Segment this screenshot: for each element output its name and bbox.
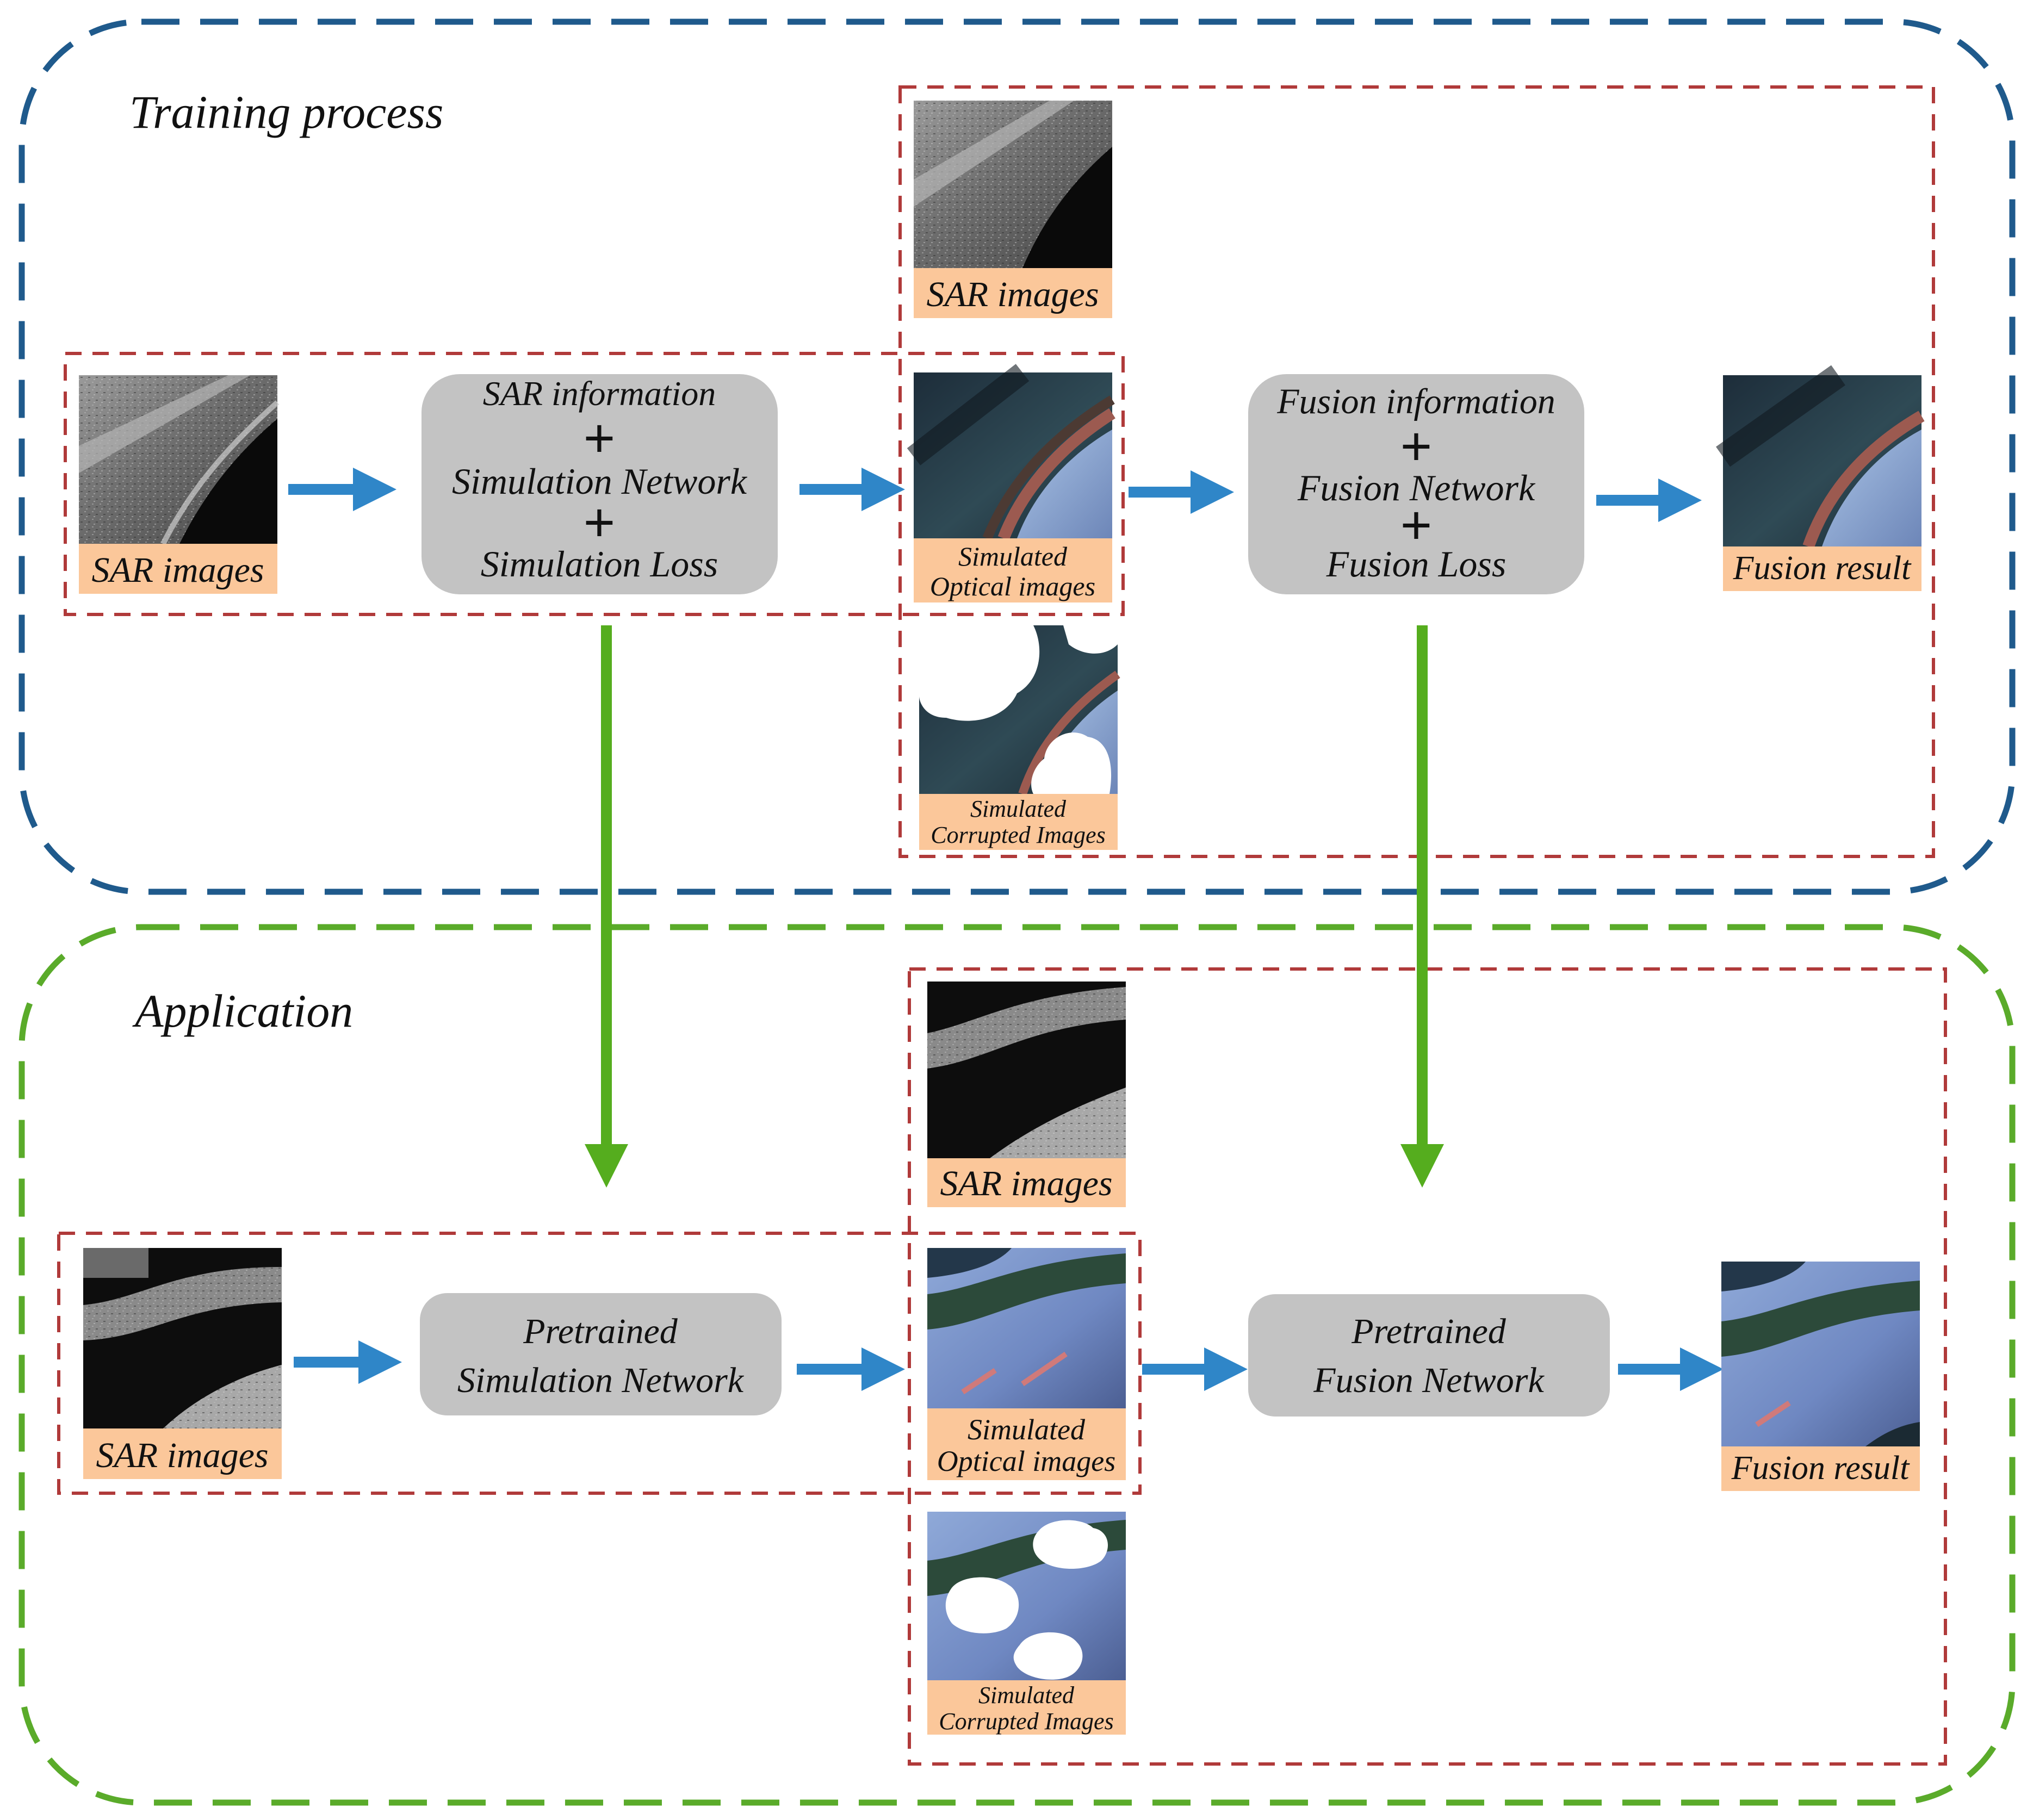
training-sar-image bbox=[79, 375, 280, 545]
training-simulated-corrupted-line1: Simulated bbox=[970, 796, 1067, 822]
training-fusion-line1: Fusion information bbox=[1276, 382, 1555, 421]
training-simulation-box bbox=[421, 374, 778, 594]
application-fusion-result-label: Fusion result bbox=[1731, 1450, 1910, 1487]
application-simulated-corrupted-label-bg bbox=[927, 1680, 1126, 1735]
training-region bbox=[18, 18, 2016, 895]
application-region bbox=[18, 924, 2016, 1806]
training-sar-label-bg bbox=[79, 544, 277, 594]
training-fusion-box bbox=[1248, 374, 1584, 594]
application-top-sar-label-bg bbox=[927, 1158, 1126, 1207]
training-sim-line3: Simulation Loss bbox=[481, 543, 718, 585]
training-sim-plus2: + bbox=[584, 492, 615, 553]
application-top-sar-image bbox=[927, 982, 1126, 1158]
training-fusion-line2: Fusion Network bbox=[1297, 467, 1536, 508]
application-sim-line1: Pretrained bbox=[523, 1312, 678, 1351]
training-fusion-result-image bbox=[1716, 365, 1925, 549]
application-sar-label-bg bbox=[83, 1428, 282, 1479]
application-simulated-optical-line2: Optical images bbox=[937, 1445, 1115, 1477]
application-simulated-corrupted-line2: Corrupted Images bbox=[939, 1708, 1113, 1735]
application-fusion-line1: Pretrained bbox=[1351, 1312, 1506, 1351]
training-top-sar-label-bg bbox=[914, 268, 1112, 318]
training-sim-plus1: + bbox=[584, 408, 615, 469]
application-simulated-optical-image bbox=[927, 1248, 1126, 1408]
application-fusion-result-label-bg bbox=[1721, 1446, 1920, 1491]
application-sim-line2: Simulation Network bbox=[457, 1361, 745, 1400]
training-simulated-corrupted-image bbox=[919, 625, 1120, 796]
training-simulated-optical-line2: Optical images bbox=[930, 571, 1095, 601]
training-top-sar-label: SAR images bbox=[926, 275, 1099, 314]
training-title: Training process bbox=[129, 86, 443, 138]
application-simulated-corrupted-image bbox=[927, 1512, 1126, 1680]
application-simulation-box bbox=[420, 1293, 782, 1415]
training-sim-line1: SAR information bbox=[483, 374, 716, 413]
training-simulated-corrupted-line2: Corrupted Images bbox=[931, 822, 1105, 848]
application-sar-image bbox=[83, 1248, 282, 1428]
application-title: Application bbox=[132, 985, 353, 1037]
application-fusion-line2: Fusion Network bbox=[1313, 1361, 1545, 1400]
training-fusion-line3: Fusion Loss bbox=[1326, 543, 1507, 585]
application-fusion-result-image bbox=[1721, 1262, 1920, 1446]
application-fusion-box bbox=[1248, 1294, 1610, 1417]
training-simulated-optical-label-bg bbox=[914, 538, 1112, 602]
training-simulated-optical-image bbox=[907, 364, 1115, 541]
application-simulated-corrupted-line1: Simulated bbox=[978, 1682, 1075, 1709]
training-simulated-corrupted-label-bg bbox=[919, 794, 1118, 850]
training-fusion-plus2: + bbox=[1400, 495, 1432, 556]
training-top-sar-image bbox=[914, 101, 1112, 268]
application-simulation-group bbox=[57, 1232, 1142, 1495]
training-fusion-result-label-bg bbox=[1723, 546, 1921, 591]
training-fusion-result-label: Fusion result bbox=[1733, 550, 1912, 587]
training-fusion-plus1: + bbox=[1400, 416, 1432, 477]
application-simulated-optical-label-bg bbox=[927, 1408, 1126, 1480]
training-simulation-group bbox=[64, 352, 1125, 616]
training-sim-line2: Simulation Network bbox=[452, 461, 748, 502]
training-simulated-optical-line1: Simulated bbox=[958, 541, 1068, 572]
training-sar-label: SAR images bbox=[91, 550, 264, 590]
application-sar-label: SAR images bbox=[96, 1436, 268, 1475]
application-simulated-optical-line1: Simulated bbox=[968, 1413, 1086, 1446]
application-top-sar-label: SAR images bbox=[940, 1164, 1112, 1203]
